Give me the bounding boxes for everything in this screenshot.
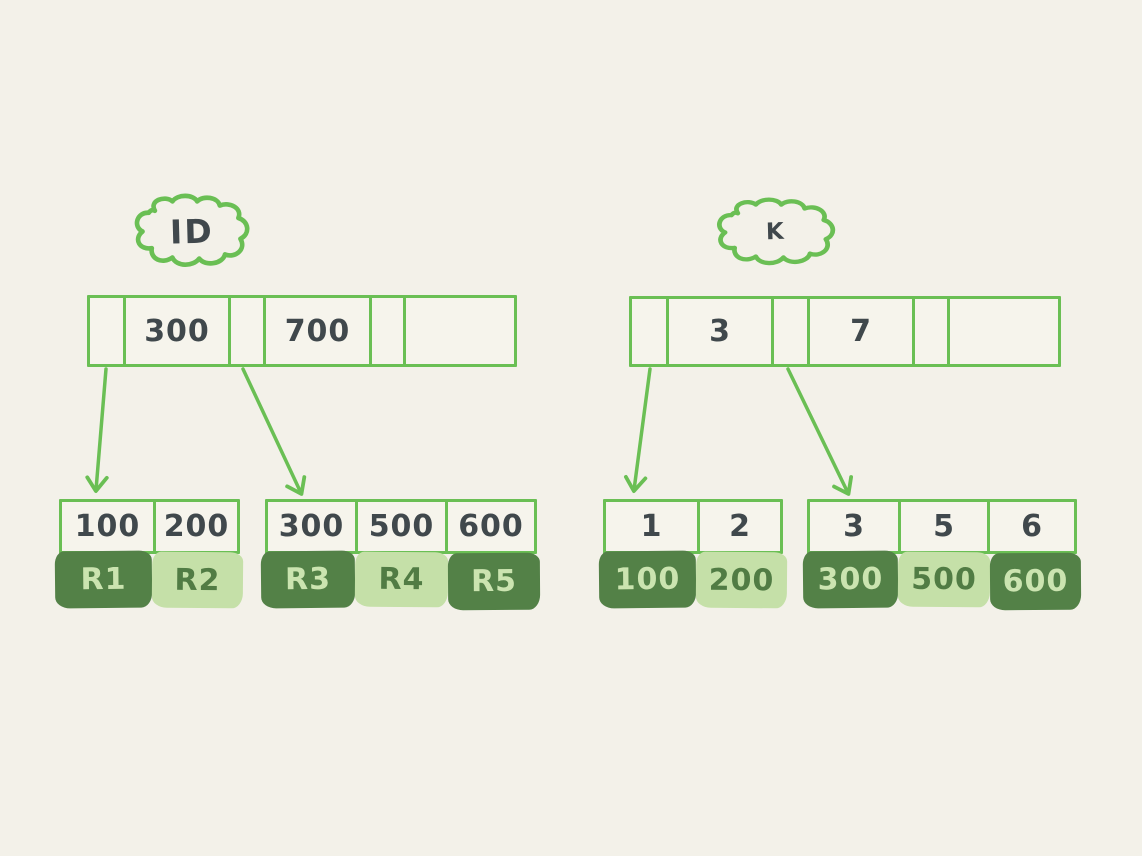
pointer-cell [228,298,263,364]
index-node-id: 300 700 [87,295,517,367]
key-cell: 7 [807,299,912,364]
key-value: 500 [368,509,435,544]
arrow-right-leaf1 [624,367,652,493]
record-block: R2 [151,551,244,609]
record-block: R3 [260,550,356,609]
record-block: 100 [598,550,697,609]
cloud-label-id: ID [169,210,215,252]
record-block: R5 [447,552,541,611]
pointer-cell [90,298,123,364]
arrow-right-leaf2 [786,367,854,496]
key-value: 600 [458,509,524,544]
key-cell: 600 [445,502,534,551]
key-value: 300 [144,313,210,349]
key-value: 700 [284,313,351,349]
key-cell: 6 [987,502,1074,551]
key-cell [403,298,514,364]
key-value: 6 [1021,509,1043,544]
leaf-node: 3 5 6 [807,499,1077,554]
cloud-outline-icon [717,197,836,266]
leaf-node: 300 500 600 [265,499,537,554]
pointer-cell [369,298,403,364]
key-cell: 2 [697,502,780,551]
key-value: 300 [278,509,345,544]
key-cell: 200 [153,502,237,551]
pointer-cell [912,299,947,364]
arrow-left-leaf1 [85,367,109,493]
record-row: 300 500 600 [802,550,1082,611]
key-cell: 500 [355,502,445,551]
key-cell: 5 [898,502,987,551]
record-block: 200 [695,551,788,609]
key-value: 1 [640,509,663,544]
record-block: 600 [989,552,1082,611]
record-block: 300 [802,550,899,609]
record-row: 100 200 [598,550,788,609]
record-row: R3 R4 R5 [260,550,541,611]
key-cell: 300 [268,502,355,551]
key-value: 100 [74,509,141,544]
record-row: R1 R2 [54,550,244,609]
record-block: 500 [897,551,991,608]
pointer-cell [771,299,807,364]
cloud-id: ID [124,192,260,270]
cloud-label-k: K [765,218,787,246]
key-cell: 3 [666,299,771,364]
key-value: 7 [850,314,872,349]
key-cell: 1 [606,502,697,551]
key-cell: 100 [62,502,153,551]
key-value: 3 [709,314,731,349]
index-node-k: 3 7 [629,296,1061,367]
key-value: 3 [843,509,865,544]
leaf-node: 1 2 [603,499,783,554]
record-block: R4 [354,551,449,608]
key-cell: 300 [123,298,228,364]
key-cell: 3 [810,502,898,551]
leaf-node: 100 200 [59,499,240,554]
record-block: R1 [54,550,153,609]
cloud-outline-icon [134,193,250,268]
key-cell [947,299,1058,364]
arrow-left-leaf2 [241,367,307,496]
key-cell: 700 [263,298,369,364]
key-value: 200 [163,509,230,544]
key-value: 2 [729,509,751,544]
cloud-k: K [706,196,846,268]
pointer-cell [632,299,666,364]
key-value: 5 [933,509,955,544]
